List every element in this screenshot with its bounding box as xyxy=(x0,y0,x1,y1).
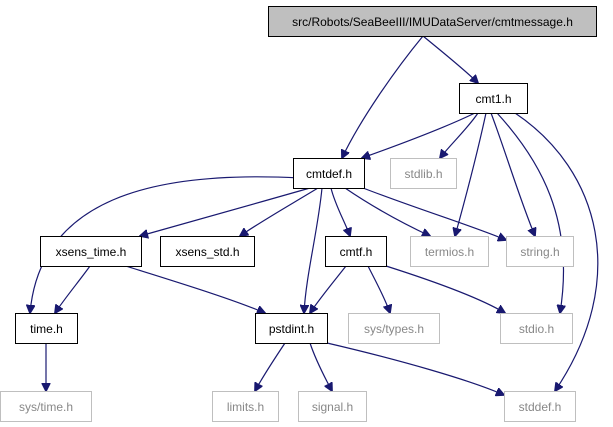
edge-cmtf-to-pstdint xyxy=(310,265,347,313)
node-stdio: stdio.h xyxy=(500,313,573,344)
edge-xsens_time-to-time xyxy=(55,265,91,313)
edge-cmtdef-to-cmtf xyxy=(330,187,350,236)
node-label: stdio.h xyxy=(519,322,554,336)
node-box xyxy=(255,313,328,344)
node-label: cmtdef.h xyxy=(306,167,352,181)
node-systypes: sys/types.h xyxy=(348,313,440,344)
node-box xyxy=(459,83,528,114)
edge-cmtf-to-stdio xyxy=(385,265,505,313)
edge-pstdint-to-limits xyxy=(255,342,286,391)
node-time[interactable]: time.h xyxy=(15,313,78,344)
node-cmtdef[interactable]: cmtdef.h xyxy=(293,158,365,189)
node-cmt1[interactable]: cmt1.h xyxy=(459,83,528,114)
edge-cmt1-to-cmtdef xyxy=(362,112,476,158)
node-box xyxy=(160,236,255,267)
edge-cmtdef-to-xsens_time xyxy=(140,187,311,236)
node-box xyxy=(506,236,574,267)
edge-pstdint-to-signal xyxy=(309,342,332,391)
edge-cmtf-to-systypes xyxy=(367,265,390,313)
edge-cmtdef-to-string xyxy=(362,187,506,240)
node-label: cmt1.h xyxy=(475,92,511,106)
node-box xyxy=(500,313,573,344)
node-label: time.h xyxy=(30,322,63,336)
node-box xyxy=(293,158,365,189)
edge-cmtdef-to-xsens_std xyxy=(240,187,319,236)
node-box xyxy=(410,236,489,267)
node-box xyxy=(390,158,457,189)
node-box xyxy=(325,236,387,267)
node-xsens_time[interactable]: xsens_time.h xyxy=(40,236,142,267)
node-termios: termios.h xyxy=(410,236,489,267)
node-root[interactable]: src/Robots/SeaBeeIII/IMUDataServer/cmtme… xyxy=(268,6,597,37)
edge-cmt1-to-termios xyxy=(455,112,487,236)
edge-cmt1-to-stdlib xyxy=(440,112,479,158)
node-pstdint[interactable]: pstdint.h xyxy=(255,313,328,344)
edge-cmtdef-to-termios xyxy=(344,187,430,236)
node-box xyxy=(15,313,78,344)
node-stdlib: stdlib.h xyxy=(390,158,457,189)
node-box xyxy=(212,391,279,422)
node-label: sys/types.h xyxy=(364,322,424,336)
node-label: sys/time.h xyxy=(19,400,73,414)
node-label: termios.h xyxy=(425,245,474,259)
node-label: src/Robots/SeaBeeIII/IMUDataServer/cmtme… xyxy=(292,15,573,29)
node-label: string.h xyxy=(520,245,559,259)
node-limits: limits.h xyxy=(212,391,279,422)
edge-cmt1-to-stdio xyxy=(496,112,564,313)
node-xsens_std[interactable]: xsens_std.h xyxy=(160,236,255,267)
edge-cmtdef-to-pstdint xyxy=(304,187,323,313)
edge-cmt1-to-string xyxy=(490,112,535,236)
edge-cmtdef-to-time xyxy=(30,176,301,313)
node-box xyxy=(268,6,597,37)
edge-cmt1-to-stddef xyxy=(514,112,599,391)
node-label: xsens_std.h xyxy=(175,245,239,259)
node-label: xsens_time.h xyxy=(56,245,127,259)
node-label: stddef.h xyxy=(519,400,562,414)
edge-root-to-cmtdef xyxy=(342,35,424,158)
node-label: stdlib.h xyxy=(404,167,442,181)
edge-root-to-cmt1 xyxy=(422,35,478,83)
node-string: string.h xyxy=(506,236,574,267)
node-box xyxy=(504,391,576,422)
node-label: signal.h xyxy=(312,400,353,414)
node-label: cmtf.h xyxy=(340,245,373,259)
node-label: pstdint.h xyxy=(269,322,314,336)
node-box xyxy=(0,391,92,422)
nodes: src/Robots/SeaBeeIII/IMUDataServer/cmtme… xyxy=(0,6,597,422)
node-label: limits.h xyxy=(227,400,264,414)
node-cmtf[interactable]: cmtf.h xyxy=(325,236,387,267)
node-stddef: stddef.h xyxy=(504,391,576,422)
node-box xyxy=(348,313,440,344)
edge-pstdint-to-stddef xyxy=(326,342,504,395)
node-systime: sys/time.h xyxy=(0,391,92,422)
node-signal: signal.h xyxy=(298,391,367,422)
edges xyxy=(30,35,599,395)
node-box xyxy=(40,236,142,267)
node-box xyxy=(298,391,367,422)
edge-xsens_time-to-pstdint xyxy=(125,265,265,313)
